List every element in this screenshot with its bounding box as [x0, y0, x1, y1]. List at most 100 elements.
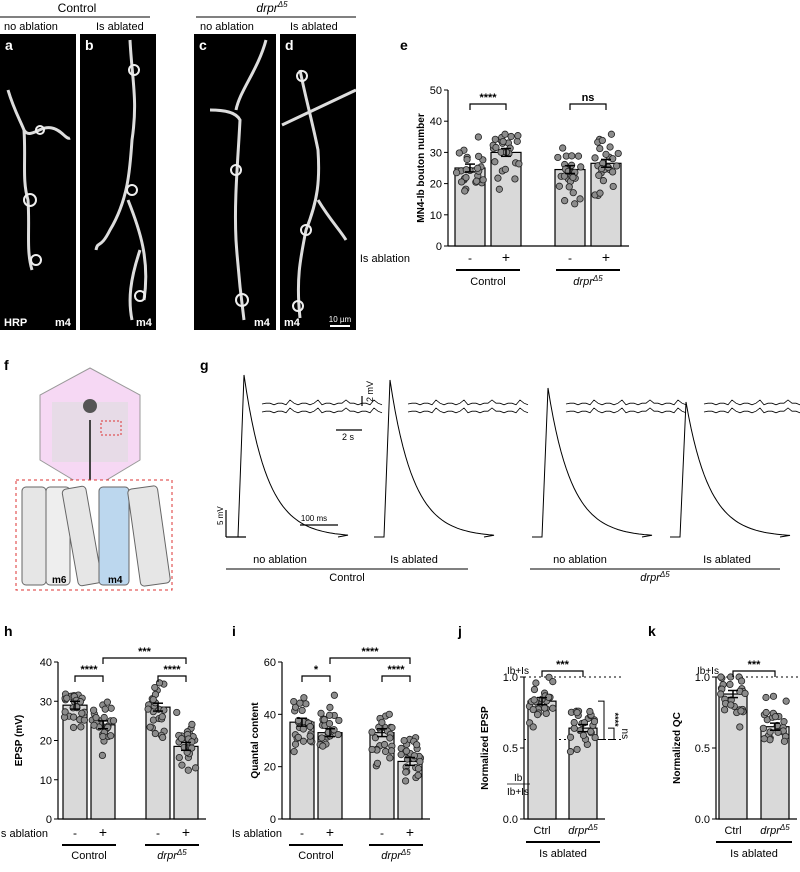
e-point	[479, 176, 487, 184]
letter-f: f	[4, 357, 9, 373]
e-point	[602, 150, 610, 158]
j-ytick-label: 0.5	[503, 743, 518, 755]
e-point	[457, 178, 466, 186]
e-point	[606, 143, 614, 151]
h-point	[149, 695, 157, 704]
e-point	[599, 177, 607, 185]
tag-m4-c: m4	[254, 317, 271, 329]
j-ytick-label: 0.0	[503, 814, 518, 826]
k-point	[759, 724, 767, 732]
e-group-drpr: drprΔ5	[573, 274, 603, 288]
k-point	[727, 701, 735, 709]
cond-c: no ablation	[200, 21, 254, 33]
i-point	[386, 754, 394, 762]
i-point	[401, 777, 410, 785]
i-point	[330, 691, 338, 699]
j-point	[533, 710, 542, 719]
e-point	[514, 132, 522, 140]
i-point	[290, 748, 298, 756]
h-point	[90, 721, 98, 729]
e-point	[560, 172, 569, 180]
h-point	[160, 706, 168, 714]
e-point	[499, 137, 507, 146]
cond-a: no ablation	[4, 21, 58, 33]
group-label-drpr: drprΔ5	[256, 0, 288, 15]
i-sig-label: ****	[361, 646, 379, 658]
e-ytick-label: 10	[430, 210, 442, 222]
i-ytick-label: 60	[264, 657, 276, 669]
j-point	[579, 731, 588, 739]
j-sig-bracket	[598, 700, 605, 740]
i-ytick-label: 40	[264, 709, 276, 721]
e-point	[607, 130, 616, 138]
e-point	[561, 197, 569, 205]
k-point	[721, 706, 729, 714]
j-point	[549, 704, 557, 712]
cond-b: Is ablated	[96, 21, 144, 33]
i-point	[414, 765, 423, 773]
k-point	[771, 713, 779, 721]
k-point	[769, 692, 778, 700]
tag-m4-d: m4	[284, 317, 301, 329]
letter-j: j	[457, 623, 462, 639]
h-point	[155, 679, 164, 687]
h-point	[151, 729, 159, 738]
h-point	[184, 766, 192, 774]
i-point	[381, 747, 390, 756]
letter-e: e	[400, 37, 408, 53]
i-minus-2: -	[380, 826, 384, 840]
micrograph-b	[80, 34, 156, 330]
i-point	[298, 706, 306, 714]
k-point	[762, 708, 770, 717]
muscle-m6: m6	[52, 575, 67, 586]
larva-schematic	[39, 367, 141, 491]
j-point	[587, 727, 595, 736]
e-point	[597, 165, 606, 173]
h-minus-1: -	[73, 826, 77, 840]
i-point	[368, 745, 376, 754]
h-point	[151, 683, 159, 692]
i-point	[371, 734, 379, 742]
j-group-isablated: Is ablated	[539, 848, 587, 860]
h-point	[173, 708, 181, 717]
e-point	[473, 164, 482, 172]
j-sig-label: ***	[556, 659, 570, 671]
h-point	[98, 751, 107, 760]
e-ytick-label: 50	[430, 85, 442, 97]
e-ytick-label: 0	[436, 241, 442, 253]
k-ytick-label: 1.0	[695, 672, 710, 684]
j-ylabel: Normalized EPSP	[480, 706, 491, 790]
g-cond-4: Is ablated	[703, 554, 751, 566]
h-point	[144, 705, 152, 713]
e-point	[494, 174, 502, 182]
e-point	[571, 200, 579, 208]
h-point	[146, 723, 154, 731]
k-point	[737, 707, 745, 715]
i-group-drpr: drprΔ5	[381, 848, 411, 862]
e-point	[474, 133, 482, 141]
j-point	[591, 733, 599, 742]
k-point	[717, 673, 725, 681]
h-point	[104, 723, 112, 731]
h-minus-2: -	[156, 826, 160, 840]
i-point	[320, 716, 328, 724]
j-point	[549, 678, 557, 686]
i-point	[378, 718, 386, 727]
epsp-trace	[374, 379, 495, 538]
h-point	[109, 717, 118, 725]
j-point	[570, 718, 578, 727]
i-point	[416, 757, 424, 766]
epsp-trace	[532, 387, 653, 538]
j-point	[532, 679, 540, 687]
k-point	[726, 680, 734, 689]
k-sig-bracket	[732, 670, 776, 677]
mini-trace	[261, 407, 383, 414]
g-group-control: Control	[329, 572, 364, 584]
i-sig-bracket	[301, 675, 331, 682]
k-sig-label: ***	[748, 659, 762, 671]
cond-d: Is ablated	[290, 21, 338, 33]
mini-trace	[407, 399, 529, 406]
e-point	[452, 169, 461, 177]
g-scale-2mv: 2 mV	[365, 381, 375, 402]
h-ytick-label: 30	[40, 696, 52, 708]
